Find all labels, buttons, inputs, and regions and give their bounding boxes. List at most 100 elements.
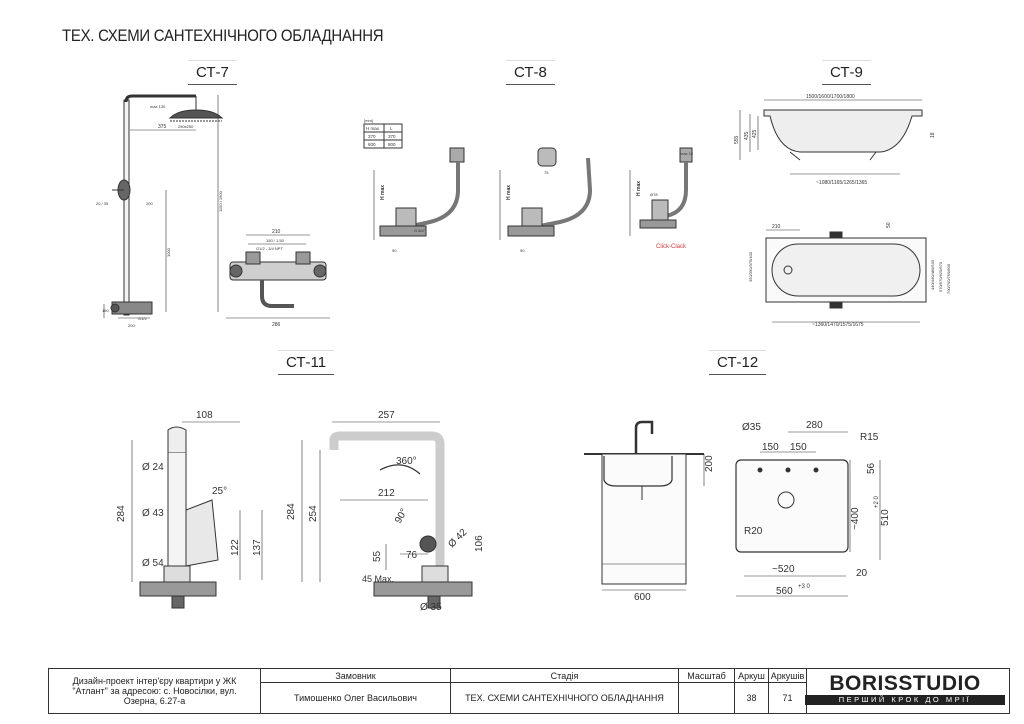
ct12-p150a: 150	[762, 442, 779, 453]
ct11-a25: 25°	[212, 486, 227, 497]
ct12-p35: Ø35	[742, 422, 761, 433]
ct8-clickclack: Click-Clack	[656, 244, 687, 250]
ct11-b45: 45 Max.	[362, 574, 394, 584]
ct8-table-r2c1: 600	[368, 142, 376, 147]
ct8-d75: 75	[544, 170, 549, 175]
logo-text: BORISSTUDIO	[829, 672, 981, 695]
ct12-p520: ~520	[772, 564, 795, 575]
ct7-dim-m2: 150 / 1.50	[266, 238, 285, 243]
ct8-table-head: [mm]	[364, 118, 373, 123]
title-block: Дизайн-проект інтер'єру квартири у ЖК "А…	[48, 668, 1010, 714]
ct11-b42: Ø 42	[446, 527, 469, 550]
ct9-w210: 210	[772, 224, 781, 230]
section-label-ct8: СТ-8	[506, 60, 555, 85]
tb-stage-label: Стадія	[451, 669, 679, 683]
section-label-ct9: СТ-9	[822, 60, 871, 85]
ct7-dim-d1: 20 / 35	[96, 201, 109, 206]
ct8-max12: max 12	[680, 151, 694, 156]
ct8-hmax-2: H max	[506, 185, 512, 200]
ct7-shower-diagram: 375 max 130 250x250 1150 / 1600 1000 20 …	[96, 94, 224, 328]
ct7-dim-h2: 1000	[166, 247, 171, 257]
ct12-sink-section: 200 600	[584, 420, 715, 603]
ct11-a137: 137	[252, 539, 263, 556]
tb-client: Тимошенко Олег Васильович	[261, 683, 451, 713]
ct12-sink-plan: Ø35 280 150 150 R15 56 ~400 510 +2 0 R20…	[735, 420, 891, 597]
page-title: ТЕХ. СХЕМИ САНТЕХНІЧНОГО ОБЛАДНАННЯ	[62, 26, 384, 45]
ct9-bath-top-view: 210 50 350/390/375/400 440/440/480/530 5…	[748, 222, 951, 328]
ct12-p560: 560	[776, 586, 793, 597]
ct9-wv: 350/390/375/400	[748, 251, 753, 282]
logo-tagline: ПЕРШИЙ КРОК ДО МРІЇ	[805, 695, 1005, 705]
ct8-waste-2: H max 75 90	[499, 147, 593, 253]
ct12-p20: 20	[856, 568, 868, 579]
ct9-len-top: 1500/1600/1700/1800	[806, 94, 855, 100]
ct7-dim-max: max 130	[150, 104, 166, 109]
ct7-dim-d3: 150	[102, 308, 109, 313]
ct11-faucet-1: 108 Ø 24 25° Ø 43 Ø 54 284 122 137	[116, 410, 263, 609]
tb-sheets: 71	[769, 683, 807, 713]
ct12-s200: 200	[704, 455, 715, 472]
ct12-p400: ~400	[850, 507, 861, 530]
ct11-b212: 212	[378, 488, 395, 499]
ct11-a284: 284	[116, 505, 127, 522]
tb-sheets-label: Аркушів	[769, 669, 807, 683]
ct7-dim-m3: G1/2 - 3/4 NPT	[256, 246, 283, 251]
ct12-p280: 280	[806, 420, 823, 431]
ct8-table-r1c1: 370	[368, 134, 376, 139]
ct11-b106: 106	[474, 535, 485, 552]
section-label-ct7: СТ-7	[188, 60, 237, 85]
ct11-faucet-2: 257 360° 212 284 254 90° Ø 42 106 55 76 …	[286, 410, 485, 613]
studio-logo: BORISSTUDIO ПЕРШИЙ КРОК ДО МРІЇ	[805, 673, 1005, 705]
ct7-dim-h1: 1150 / 1600	[218, 190, 223, 212]
ct9-h1: 555	[734, 135, 740, 144]
ct7-dim-d2: 200	[146, 201, 153, 206]
ct8-o78: Ø78	[650, 192, 658, 197]
ct8-table-r1c2: 370	[388, 134, 396, 139]
ct9-w3: 570/570/625/670	[938, 261, 943, 292]
ct7-dim-top: 375	[158, 124, 167, 130]
ct12-p560-tol: +3 0	[798, 584, 811, 590]
tb-scale-label: Масштаб	[679, 669, 735, 683]
ct11-a24: Ø 24	[142, 462, 164, 473]
technical-drawings: 375 max 130 250x250 1150 / 1600 1000 20 …	[96, 94, 951, 613]
ct9-w2: 440/440/480/530	[930, 259, 935, 290]
ct7-dim-m1: 210	[272, 229, 281, 235]
ct8-g-1: G 6/4"	[414, 228, 426, 233]
ct8-hmax-1: H max	[380, 185, 386, 200]
tb-sheet-label: Аркуш	[735, 669, 769, 683]
ct7-dim-d5: 200	[128, 323, 135, 328]
ct9-h3: 425	[752, 129, 758, 138]
ct8-table-r2c2: 800	[388, 142, 396, 147]
ct8-hmax-3: H max	[636, 181, 642, 196]
ct12-p56: 56	[866, 462, 877, 474]
tb-sheet: 38	[735, 683, 769, 713]
ct9-bath-side-view: 1500/1600/1700/1800 555 435 425 18 ~1080…	[734, 94, 936, 186]
ct11-b76: 76	[406, 550, 418, 561]
ct11-b90: 90°	[393, 507, 410, 526]
ct12-p510: 510	[880, 509, 891, 526]
ct9-h2: 435	[744, 131, 750, 140]
ct11-a54: Ø 54	[142, 558, 164, 569]
ct12-pr15: R15	[860, 432, 879, 443]
ct11-b284: 284	[286, 503, 297, 520]
ct7-dim-m4: 286	[272, 322, 281, 328]
ct9-d50: 50	[886, 222, 892, 228]
ct8-waste-1: H max 90 G 6/4"	[373, 147, 465, 253]
ct11-a122: 122	[230, 539, 241, 556]
ct7-dim-head: 250x250	[178, 124, 194, 129]
ct12-p150b: 150	[790, 442, 807, 453]
ct11-b257: 257	[378, 410, 395, 421]
ct8-d90-1: 90	[392, 248, 397, 253]
ct8-table-col-l: L	[390, 126, 393, 131]
ct9-h4: 18	[930, 132, 936, 138]
ct7-mixer-diagram: 210 150 / 1.50 G1/2 - 3/4 NPT 286	[226, 229, 330, 328]
ct11-b55: 55	[372, 550, 383, 562]
ct11-a108: 108	[196, 410, 213, 421]
section-label-ct11: СТ-11	[278, 350, 335, 375]
ct11-b254: 254	[308, 505, 319, 522]
ct8-waste-3: H max Ø78 max 12 Click-Clack	[629, 147, 694, 250]
ct7-dim-d4: G1/2	[138, 316, 147, 321]
ct12-p510-tol: +2 0	[874, 495, 880, 508]
tb-project: Дизайн-проект інтер'єру квартири у ЖК "А…	[49, 669, 261, 713]
tb-scale	[679, 683, 735, 713]
